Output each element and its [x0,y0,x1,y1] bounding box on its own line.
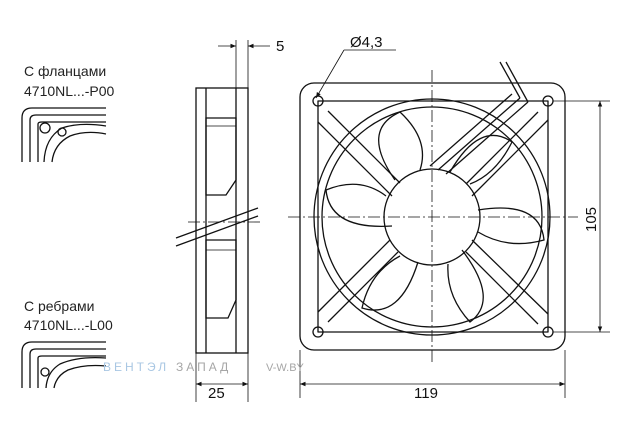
width-value: 119 [414,385,438,402]
watermark-brand-part1: ВЕНТЭЛ [103,360,169,374]
watermark-brand-part2: ЗАПАД [176,360,231,374]
watermark: ВЕНТЭЛ ЗАПАД V-W.BY [103,360,305,374]
flange-variant-title: С фланцами [24,63,106,79]
mount-hole-bottom-left [312,326,324,338]
rib-variant-title: С ребрами [24,298,94,314]
flange-corner-detail [21,107,107,163]
depth-dimension: 25 [195,353,249,402]
depth-value: 25 [208,385,225,402]
front-view [288,61,578,362]
side-view [175,87,262,354]
flange-variant-code: 4710NL...-P00 [24,83,114,99]
hole-spacing-value: 105 [583,207,600,232]
flange-thickness-dimension: 5 [218,38,284,88]
hole-spacing-dimension: 105 [553,100,610,333]
rib-corner-detail [21,341,107,389]
width-dimension: 119 [299,350,566,402]
hole-diameter-value: Ø4,3 [350,34,383,51]
hole-diameter-callout: Ø4,3 [315,34,396,99]
rib-variant-code: 4710NL...-L00 [24,317,113,333]
flange-thickness-value: 5 [276,38,284,55]
watermark-site: V-W.BY [266,362,305,374]
